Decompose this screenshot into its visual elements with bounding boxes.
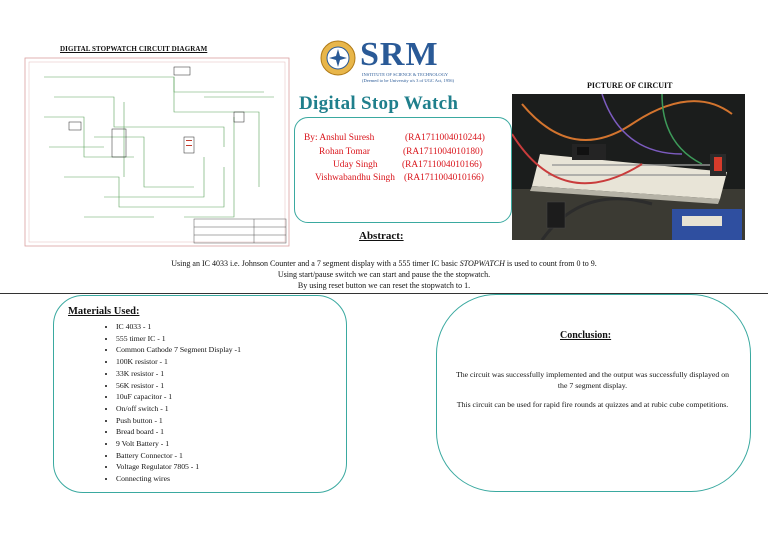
photo-title: PICTURE OF CIRCUIT (587, 81, 673, 90)
author-4-id: (RA1711004010166) (404, 173, 484, 183)
circuit-diagram (24, 57, 290, 247)
diagram-title: DIGITAL STOPWATCH CIRCUIT DIAGRAM (60, 45, 208, 53)
list-item: Common Cathode 7 Segment Display -1 (116, 344, 241, 356)
circuit-photo (512, 94, 745, 240)
abstract-heading: Abstract: (359, 230, 404, 242)
list-item: 100K resistor - 1 (116, 356, 241, 368)
list-item: IC 4033 - 1 (116, 321, 241, 333)
abstract-line-2: Using start/pause switch we can start an… (277, 270, 491, 279)
logo-subtitle: INSTITUTE OF SCIENCE & TECHNOLOGY (Deeme… (362, 72, 454, 83)
author-1-id: (RA1711004010244) (405, 133, 485, 143)
list-item: 555 timer IC - 1 (116, 333, 241, 345)
list-item: Connecting wires (116, 473, 241, 485)
abstract-line-3: By using reset button we can reset the s… (297, 281, 471, 290)
conclusion-paragraph-2: This circuit can be used for rapid fire … (456, 400, 729, 409)
conclusion-heading: Conclusion: (560, 330, 612, 341)
section-divider (0, 293, 768, 294)
author-2-id: (RA1711004010180) (403, 147, 483, 157)
list-item: 9 Volt Battery - 1 (116, 438, 241, 450)
materials-heading: Materials Used: (68, 306, 140, 317)
srm-logo: SRM INSTITUTE OF SCIENCE & TECHNOLOGY (D… (320, 36, 460, 88)
list-item: Push button - 1 (116, 415, 241, 427)
srm-logo-text: SRM (360, 36, 439, 73)
list-item: 10uF capacitor - 1 (116, 391, 241, 403)
list-item: Voltage Regulator 7805 - 1 (116, 461, 241, 473)
page-title: Digital Stop Watch (299, 93, 459, 114)
list-item: 56K resistor - 1 (116, 380, 241, 392)
author-2-name: Rohan Tomar (319, 147, 370, 157)
author-3-id: (RA1711004010166) (402, 160, 482, 170)
author-3-name: Uday Singh (333, 160, 378, 170)
conclusion-paragraph-1: The circuit was successfully implemented… (455, 370, 730, 390)
author-4-name: Vishwabandhu Singh (315, 173, 395, 183)
list-item: On/off switch - 1 (116, 403, 241, 415)
list-item: Battery Connector - 1 (116, 450, 241, 462)
materials-box (53, 295, 347, 493)
authors-box (294, 117, 512, 223)
materials-list: IC 4033 - 1 555 timer IC - 1 Common Cath… (104, 321, 241, 485)
abstract-line-1: Using an IC 4033 i.e. Johnson Counter an… (171, 259, 597, 268)
author-1-name: By: Anshul Suresh (304, 133, 375, 143)
srm-seal-icon (320, 40, 356, 76)
conclusion-box (436, 294, 751, 492)
list-item: Bread board - 1 (116, 426, 241, 438)
list-item: 33K resistor - 1 (116, 368, 241, 380)
